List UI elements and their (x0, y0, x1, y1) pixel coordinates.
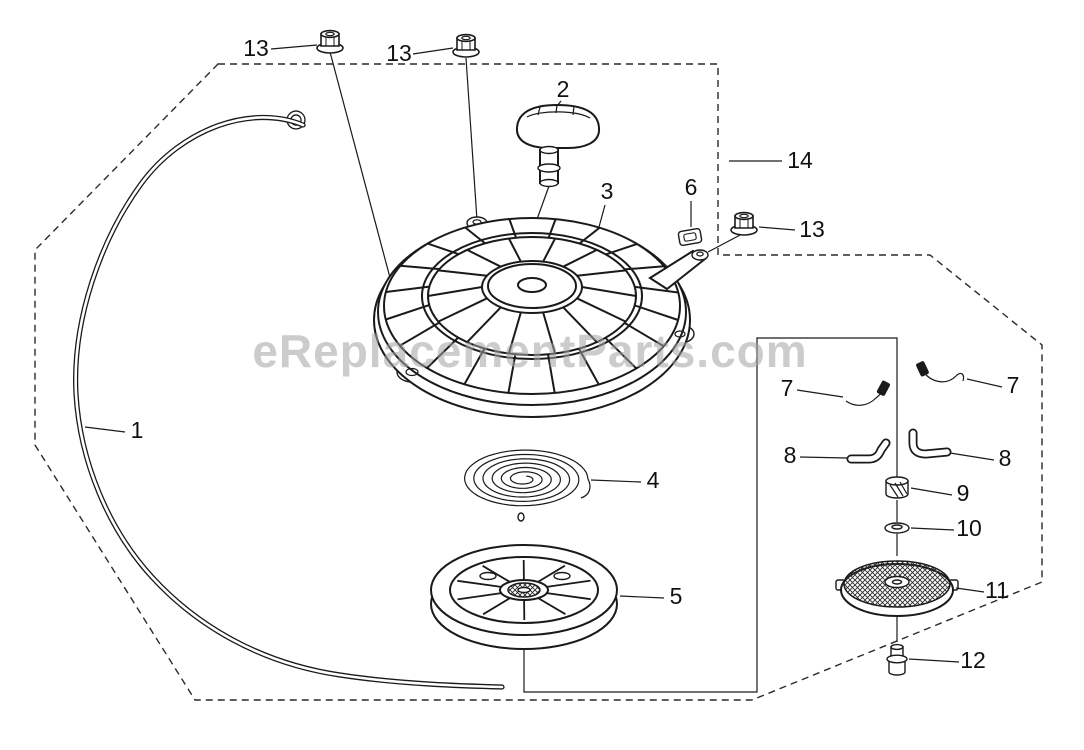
watermark-text: eReplacementParts.com (252, 325, 807, 377)
ratchet-pawl-left (846, 438, 891, 464)
callout-4: 4 (590, 467, 660, 493)
friction-spring-left (845, 380, 890, 406)
flange-nut-top-left (316, 29, 344, 54)
callout-label: 7 (1007, 372, 1020, 398)
set-bolt (886, 643, 908, 676)
callout-label: 8 (999, 445, 1012, 471)
callout-label: 11 (985, 577, 1009, 603)
callout-8-right: 8 (949, 445, 1012, 471)
callouts: 13 13 2 3 6 14 13 7 (84, 35, 1020, 673)
callout-label: 13 (799, 216, 825, 242)
callout-label: 10 (956, 515, 982, 541)
friction-plate (835, 560, 959, 617)
callout-2: 2 (556, 76, 570, 107)
callout-label: 3 (601, 178, 614, 204)
washer (884, 522, 910, 534)
callout-label: 13 (243, 35, 269, 61)
assembly-boundary-outline (34, 63, 1043, 701)
callout-label: 12 (960, 647, 986, 673)
callout-3: 3 (598, 178, 614, 228)
starter-rope (73, 110, 505, 690)
callout-label: 7 (781, 375, 794, 401)
callout-label: 1 (131, 417, 144, 443)
callout-label: 8 (784, 442, 797, 468)
starter-pulley (430, 544, 618, 650)
rope-guide-clip (677, 227, 703, 247)
ratchet-pawl-right (908, 428, 952, 459)
callout-label: 6 (685, 174, 698, 200)
callout-9: 9 (910, 480, 970, 506)
callout-13-a: 13 (243, 35, 318, 61)
callout-12: 12 (908, 647, 986, 673)
callout-10: 10 (910, 515, 982, 541)
callout-label: 2 (557, 76, 570, 102)
callout-8-left: 8 (784, 442, 848, 468)
recoil-spring (463, 449, 591, 522)
callout-13-c: 13 (758, 216, 825, 242)
starter-grip (515, 103, 601, 188)
callout-label: 14 (787, 147, 813, 173)
flange-nut-right (730, 211, 758, 236)
flange-nut-top-mid (452, 33, 480, 58)
callout-label: 5 (670, 583, 683, 609)
callout-14: 14 (729, 147, 813, 173)
callout-11: 11 (955, 577, 1009, 603)
friction-spring-right (916, 361, 965, 383)
housing-outer-vents (385, 218, 679, 394)
callout-13-b: 13 (386, 40, 454, 66)
housing-inner-vents (427, 238, 637, 354)
starter-housing (373, 216, 709, 418)
callout-1: 1 (84, 417, 144, 443)
callout-7-left: 7 (781, 375, 844, 401)
callout-6: 6 (685, 174, 698, 227)
spring-bushing (885, 476, 909, 499)
callout-label: 9 (957, 480, 970, 506)
callout-label: 13 (386, 40, 412, 66)
callout-label: 4 (647, 467, 660, 493)
pulley-spokes (457, 559, 591, 621)
callout-5: 5 (619, 583, 683, 609)
callout-7-right: 7 (966, 372, 1020, 398)
